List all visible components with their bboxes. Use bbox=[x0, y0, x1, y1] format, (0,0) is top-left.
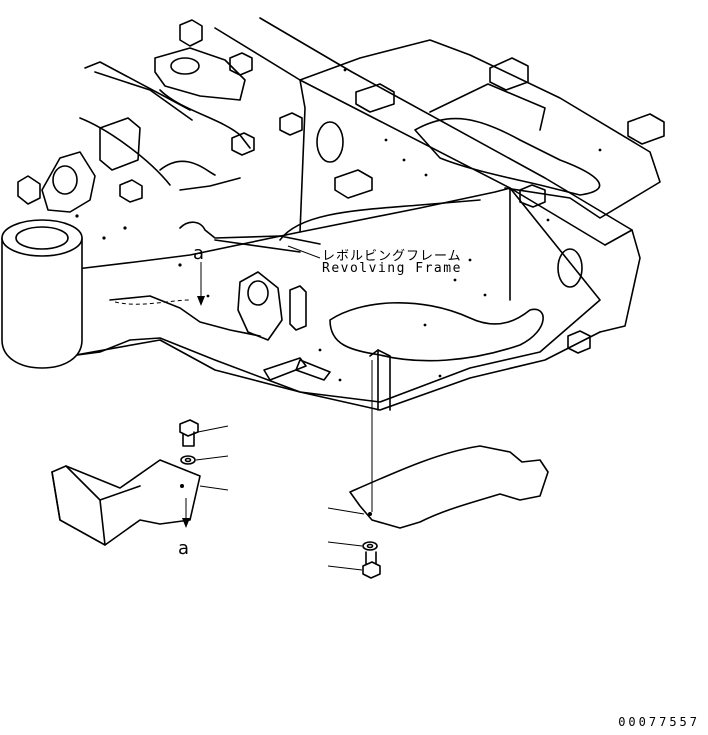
reference-mark-upper: a bbox=[193, 243, 205, 264]
under-cover-plate bbox=[349, 445, 549, 529]
reference-mark-lower: a bbox=[178, 538, 190, 559]
swing-ring bbox=[1, 219, 83, 369]
left-leader-lines bbox=[182, 425, 229, 528]
ref-arrow-upper bbox=[197, 262, 205, 306]
part-name-japanese: レボルビングフレーム bbox=[322, 249, 462, 264]
left-bolt bbox=[179, 419, 199, 465]
part-name-english: Revolving Frame bbox=[322, 261, 462, 276]
left-cover-plate bbox=[51, 459, 201, 546]
label-leader bbox=[287, 245, 321, 259]
drawing-code: 00077557 bbox=[618, 715, 700, 729]
right-leader-lines bbox=[327, 507, 365, 571]
revolving-frame bbox=[17, 17, 665, 411]
right-bolt bbox=[362, 541, 381, 579]
